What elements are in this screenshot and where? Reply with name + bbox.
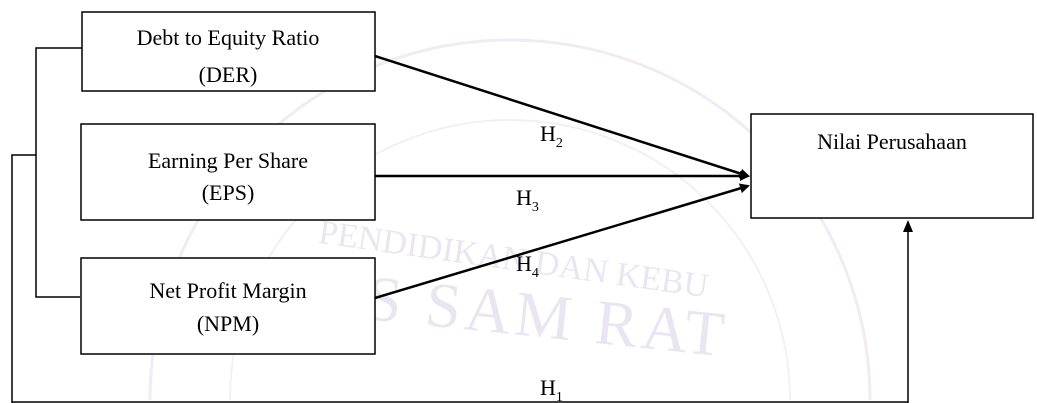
der-npm-bracket <box>35 47 82 298</box>
eps-label-line1: Earning Per Share <box>148 148 308 173</box>
der-label-line2: (DER) <box>199 62 258 87</box>
eps-box: Earning Per Share (EPS) <box>80 123 376 221</box>
nilai-perusahaan-box: Nilai Perusahaan <box>750 113 1034 219</box>
h2-arrow <box>374 54 750 179</box>
h4-label: H4 <box>516 251 539 281</box>
npm-label-line2: (NPM) <box>197 311 259 336</box>
der-label-line1: Debt to Equity Ratio <box>137 25 320 50</box>
nilai-label: Nilai Perusahaan <box>817 129 967 154</box>
h1-label: H1 <box>540 375 563 403</box>
npm-box: Net Profit Margin (NPM) <box>80 257 376 355</box>
h4-arrow <box>374 183 750 300</box>
h1-arrowhead <box>903 220 913 232</box>
h2-label: H2 <box>540 121 563 151</box>
der-box: Debt to Equity Ratio (DER) <box>81 11 376 92</box>
npm-label-line1: Net Profit Margin <box>149 278 306 303</box>
h1-path-line <box>11 154 36 403</box>
h3-label: H3 <box>516 185 539 215</box>
eps-label-line2: (EPS) <box>202 180 255 205</box>
